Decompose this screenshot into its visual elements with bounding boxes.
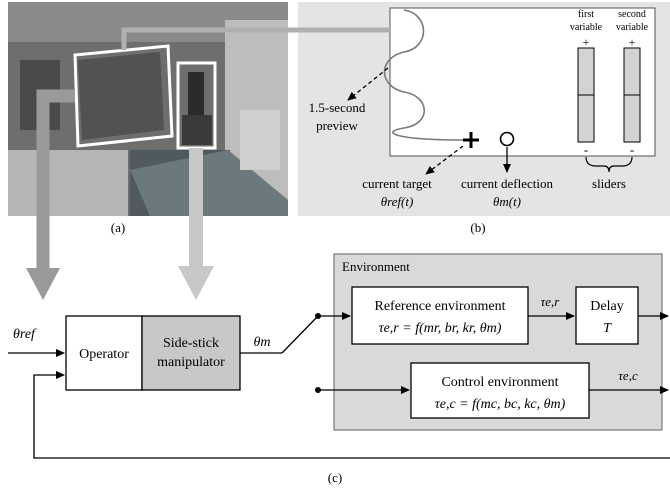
preview-label-line2: preview [316, 118, 358, 133]
sliders-brace [585, 156, 633, 173]
input-theta-ref: θref [13, 327, 37, 342]
panel-b-caption: (b) [470, 220, 485, 235]
slider2-label-line1: second [618, 9, 646, 20]
delay-title: Delay [590, 299, 623, 314]
slider1-plus: + [583, 35, 590, 49]
deflection-label-line1: current deflection [461, 176, 554, 191]
target-label-math: θref(t) [381, 194, 414, 209]
panel-c-caption: (c) [328, 470, 342, 485]
slider1-label-line2: variable [570, 22, 603, 33]
preview-trajectory [383, 9, 467, 141]
operator-block [65, 315, 143, 391]
screen-to-display-link [121, 27, 390, 50]
operator-label: Operator [79, 347, 129, 362]
slider1-label-line1: first [578, 9, 594, 20]
preview-label-line1: 1.5-second [309, 100, 366, 115]
manipulator-label-line1: Side-stick [163, 336, 219, 351]
deflection-circle-icon [499, 131, 515, 147]
deflection-label-math: θm(t) [493, 194, 521, 209]
preview-arrow [347, 67, 389, 101]
ref-env-equation: τe,r = f(mr, br, kr, θm) [379, 321, 502, 336]
tau-er-label: τe,r [541, 294, 561, 309]
switch-line [281, 315, 319, 354]
target-cross-icon [463, 132, 479, 148]
manipulator-block [141, 315, 241, 391]
screen-highlight [73, 44, 174, 148]
ctrl-env-title: Control environment [441, 375, 558, 390]
slider2-label-line2: variable [616, 22, 649, 33]
sliders-label: sliders [592, 176, 626, 191]
tau-ec-label: τe,c [618, 368, 638, 383]
slider2-plus: + [629, 35, 636, 49]
delay-T: T [603, 321, 612, 336]
cockpit-photo [8, 2, 288, 216]
ctrl-env-equation: τe,c = f(mc, bc, kc, θm) [435, 397, 566, 412]
target-arrow [425, 145, 464, 175]
environment-title: Environment [342, 259, 410, 274]
reference-environment-block [351, 286, 529, 345]
manipulator-label-line2: manipulator [157, 355, 225, 370]
feedback-line [33, 371, 670, 459]
target-label-line1: current target [362, 176, 432, 191]
output-theta-m: θm [254, 335, 271, 350]
display-screen [389, 7, 656, 157]
slider2-minus: - [630, 142, 634, 157]
delay-block [575, 286, 639, 345]
screen-to-input-arrow [36, 89, 75, 270]
ref-env-title: Reference environment [375, 299, 506, 314]
slider1-minus: - [584, 142, 588, 157]
panel-a-caption: (a) [111, 220, 125, 235]
